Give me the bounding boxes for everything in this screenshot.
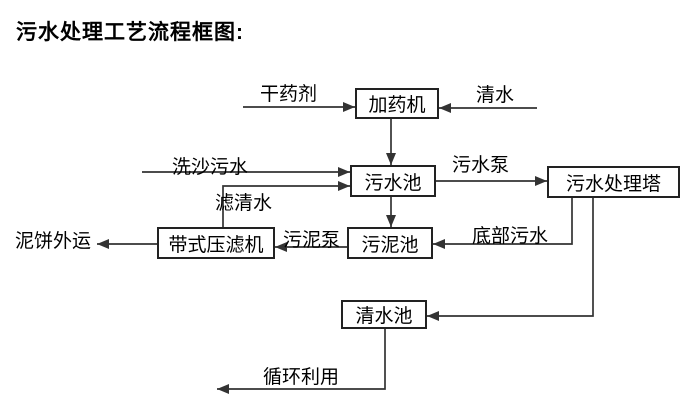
edge-label-bottom-sewage: 底部污水 bbox=[472, 226, 549, 247]
edge-label-sand-washing-sewage: 洗沙污水 bbox=[172, 157, 249, 178]
edge-label-recycling-use: 循环利用 bbox=[263, 367, 340, 388]
edge-label-sewage-pump: 污水泵 bbox=[452, 155, 510, 176]
node-belt-filter-press: 带式压滤机 bbox=[157, 227, 275, 259]
node-treatment-tower: 污水处理塔 bbox=[547, 166, 680, 198]
edge-label-clean-water: 清水 bbox=[476, 85, 515, 106]
arrow-tower-to-clean-water-pool bbox=[427, 198, 594, 321]
node-clean-water-pool: 清水池 bbox=[341, 300, 427, 329]
page-title: 污水处理工艺流程框图: bbox=[16, 21, 244, 44]
edge-label-sludge-pump: 污泥泵 bbox=[283, 230, 341, 251]
arrow-clean-water-pool-to-recycle bbox=[217, 329, 386, 394]
arrow-tower-bottom-sewage-to-sludge-pool bbox=[433, 198, 573, 249]
edge-label-dry-agent: 干药剂 bbox=[260, 84, 318, 105]
arrow-filtered-water-to-sewage-pool bbox=[222, 181, 350, 227]
edge-label-filtered-clean-water: 滤清水 bbox=[215, 193, 273, 214]
node-dosing-machine: 加药机 bbox=[355, 88, 439, 119]
edge-label-mud-cake-transport: 泥饼外运 bbox=[15, 231, 92, 252]
node-sludge-pool: 污泥池 bbox=[347, 227, 433, 259]
node-sewage-pool: 污水池 bbox=[350, 165, 436, 197]
